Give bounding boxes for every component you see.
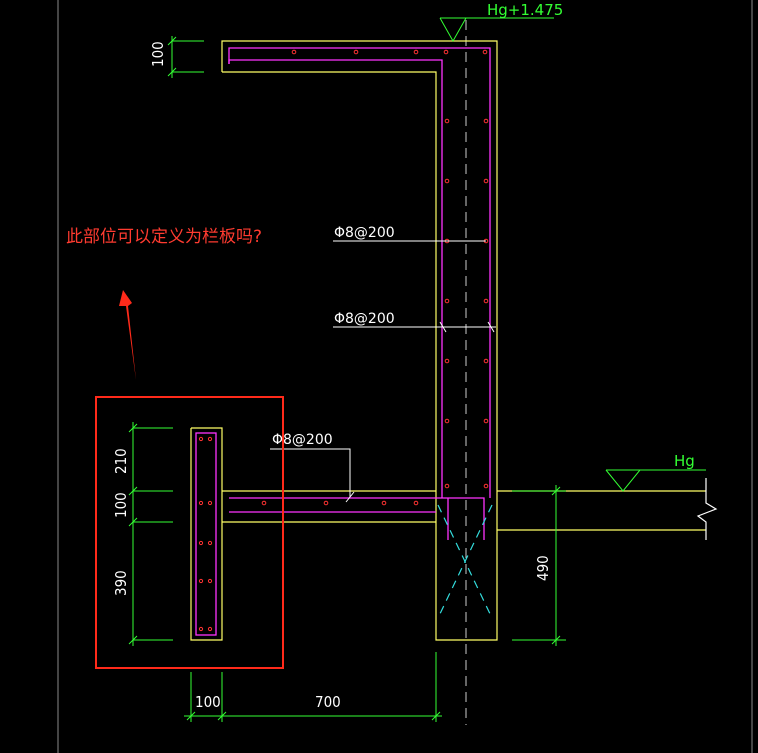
- rebar-label-1: Φ8@200: [334, 225, 395, 241]
- highlight-box: [95, 396, 284, 669]
- dim-parapet-thickness: 100: [149, 41, 167, 67]
- top-level-label: Hg+1.475: [487, 1, 563, 19]
- dim-bottom-right: 700: [315, 693, 341, 711]
- dim-detail-top: 210: [112, 448, 130, 474]
- question-text: 此部位可以定义为栏板吗?: [66, 227, 262, 247]
- concrete-outline: [190, 40, 706, 641]
- dim-bottom-left: 100: [195, 693, 221, 711]
- dim-right-depth: 490: [534, 555, 552, 581]
- dim-detail-mid: 100: [112, 492, 130, 518]
- rebar-label-2: Φ8@200: [334, 311, 395, 327]
- rebar-label-3: Φ8@200: [272, 432, 333, 448]
- rebar-lines: [195, 47, 491, 636]
- slab-level-label: Hg: [674, 452, 695, 470]
- beam-cross: [437, 504, 493, 619]
- rebar-dots: [198, 49, 489, 632]
- question-arrow-icon: [119, 290, 136, 380]
- rebar-leaders: [270, 240, 496, 503]
- dim-detail-bottom: 390: [112, 570, 130, 596]
- break-line: [696, 478, 718, 540]
- dimension-lines: [128, 17, 706, 722]
- frame-lines: [57, 0, 753, 753]
